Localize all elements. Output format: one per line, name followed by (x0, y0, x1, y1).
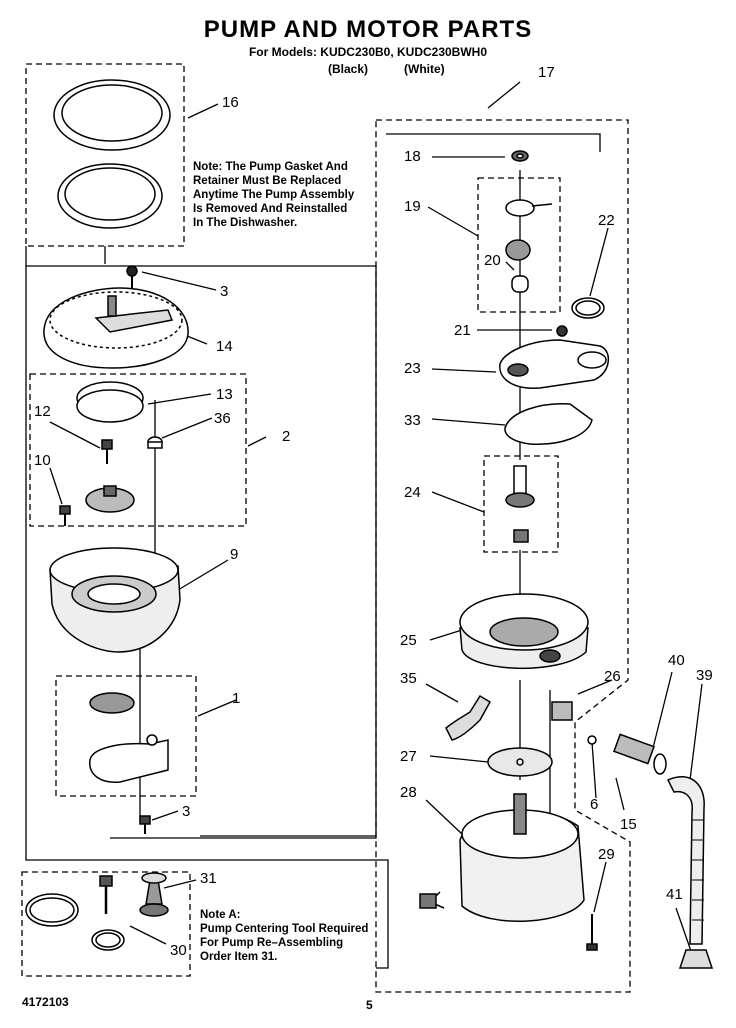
callout-26: 26 (604, 668, 621, 685)
part-27-insulator (487, 747, 553, 777)
outline-upper-assembly (386, 133, 601, 152)
part-13-seal-ring (76, 381, 144, 423)
part-39-drain-hose (666, 775, 705, 945)
part-3-screw-bottom (139, 815, 151, 834)
part-29-screw (586, 914, 598, 951)
note-gasket-replacement: Note: The Pump Gasket And Retainer Must … (193, 161, 355, 229)
part-25-motor-mount (459, 593, 589, 670)
part-26-connector (551, 701, 573, 721)
part-impeller (85, 485, 135, 513)
part-19-chopper (505, 199, 553, 217)
note-centering-tool: Note A: Pump Centering Tool Required For… (200, 909, 369, 963)
part-12-bolt (101, 439, 113, 464)
part-40-o-ring (653, 753, 667, 775)
part-23-mounting-plate (499, 339, 609, 389)
callout-20: 20 (484, 252, 501, 269)
part-36-grommet (147, 436, 163, 449)
part-9-pump-housing (49, 547, 181, 653)
part-1-filter-assembly (89, 692, 169, 783)
callout-9: 9 (230, 546, 239, 563)
assembly-boxes (21, 63, 631, 993)
part-14-pump-cover (43, 287, 189, 369)
callout-33: 33 (404, 412, 421, 429)
callout-1: 1 (232, 690, 241, 707)
part-35-elbow-hose (445, 694, 492, 741)
callout-15: 15 (620, 816, 637, 833)
callout-36: 36 (214, 410, 231, 427)
part-centering-bolt (99, 875, 113, 914)
callout-30: 30 (170, 942, 187, 959)
box-assembly-24 (483, 455, 559, 553)
callout-29: 29 (598, 846, 615, 863)
part-pump-gasket (57, 163, 163, 229)
part-22-o-ring (571, 297, 605, 319)
callout-12: 12 (34, 403, 51, 420)
part-18-washer (511, 150, 529, 162)
box-pump-motor-assembly (375, 119, 631, 993)
callout-18: 18 (404, 148, 421, 165)
part-20-cutter (505, 239, 531, 293)
leader-lines (49, 81, 703, 955)
callout-41: 41 (666, 886, 683, 903)
part-28-motor (419, 793, 585, 922)
callout-10: 10 (34, 452, 51, 469)
callout-16: 16 (222, 94, 239, 111)
part-33-plate-gasket (504, 403, 593, 445)
part-centering-gasket (25, 893, 79, 927)
callout-39: 39 (696, 667, 713, 684)
callout-24: 24 (404, 484, 421, 501)
callout-35: 35 (400, 670, 417, 687)
part-15-fitting (613, 733, 655, 765)
models-line: For Models: KUDC230B0, KUDC230BWH0 (248, 45, 488, 59)
callout-31: 31 (200, 870, 217, 887)
callout-25: 25 (400, 632, 417, 649)
callout-23: 23 (404, 360, 421, 377)
callout-22: 22 (598, 212, 615, 229)
part-10-screw (59, 505, 71, 526)
callout-28: 28 (400, 784, 417, 801)
page-number: 5 (366, 998, 373, 1012)
part-21-nut (556, 325, 568, 337)
callout-14: 14 (216, 338, 233, 355)
doc-number: 4172103 (22, 995, 69, 1009)
box-assembly-2 (29, 373, 247, 527)
variant-white: (White) (404, 62, 445, 76)
outline-left-assembly (25, 246, 389, 969)
page-title: PUMP AND MOTOR PARTS (203, 16, 533, 43)
box-centering-tool (21, 871, 191, 977)
callout-3-bottom: 3 (182, 803, 191, 820)
callout-6: 6 (590, 796, 599, 813)
callout-27: 27 (400, 748, 417, 765)
part-24-shaft-seal (505, 465, 535, 543)
variant-black: (Black) (328, 62, 369, 76)
callout-40: 40 (668, 652, 685, 669)
part-30-seal (91, 929, 125, 951)
part-6-small-screw (587, 735, 597, 745)
callout-3-top: 3 (220, 283, 229, 300)
part-41-hose-end (678, 949, 714, 969)
part-31-centering-tool (139, 872, 169, 917)
callout-13: 13 (216, 386, 233, 403)
callout-19: 19 (404, 198, 421, 215)
callout-17: 17 (538, 64, 555, 81)
box-assembly-1 (55, 675, 197, 797)
callout-21: 21 (454, 322, 471, 339)
part-16-retainer (53, 79, 171, 151)
box-assembly-19 (477, 177, 561, 313)
callout-2: 2 (282, 428, 291, 445)
